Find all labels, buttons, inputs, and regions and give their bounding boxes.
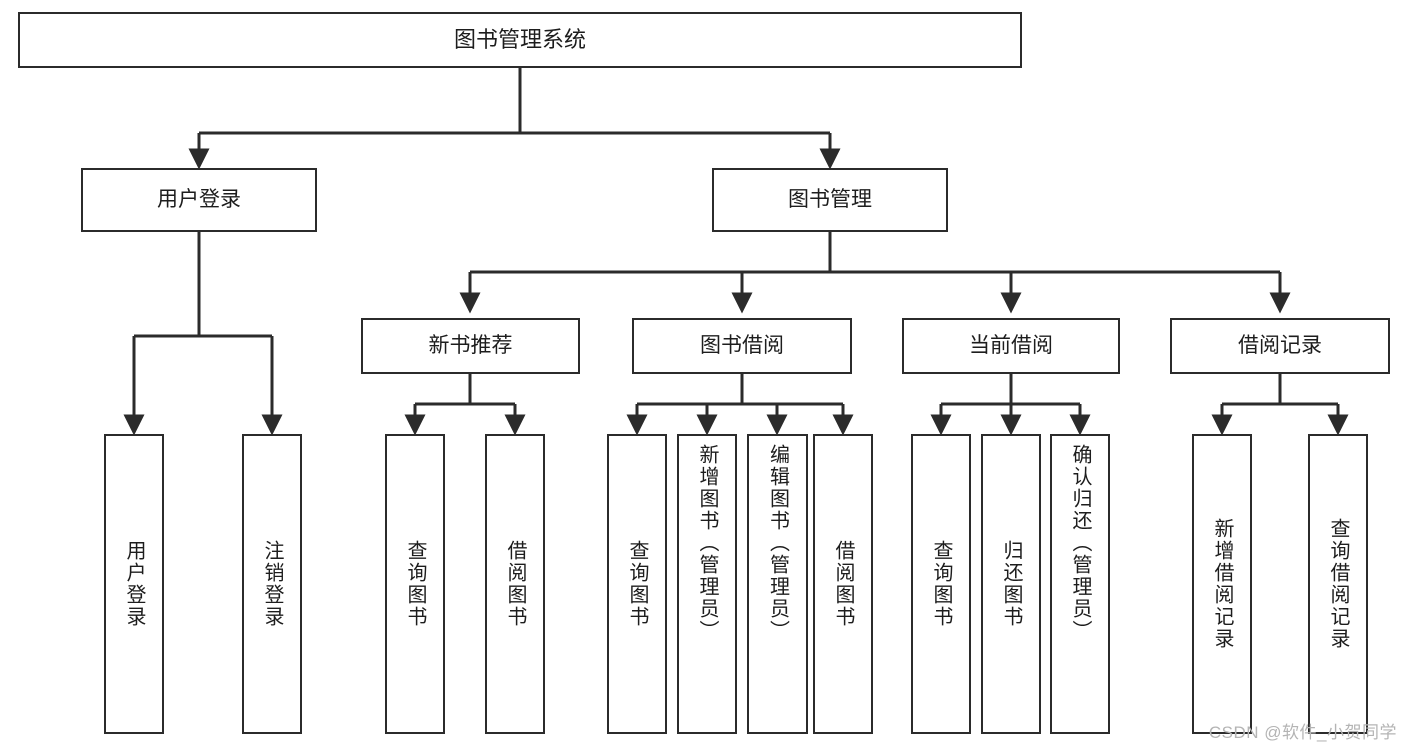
node-leaf-query-book-1[interactable]: 查询图书 [385, 434, 445, 734]
node-root-label: 图书管理系统 [453, 27, 586, 53]
node-leaf-edit-book-label: 编辑图书（管理员） [766, 444, 789, 642]
node-leaf-query-record[interactable]: 查询借阅记录 [1308, 434, 1368, 734]
node-leaf-user-logout[interactable]: 注销登录 [242, 434, 302, 734]
node-leaf-return-book-label: 归还图书 [1000, 540, 1022, 628]
node-leaf-add-book[interactable]: 新增图书（管理员） [677, 434, 737, 734]
csdn-watermark: CSDN @软件_小贺同学 [1208, 723, 1397, 742]
node-user-login-label: 用户登录 [157, 187, 241, 211]
node-leaf-confirm-return-label: 确认归还（管理员） [1069, 444, 1091, 642]
node-book-manage[interactable]: 图书管理 [712, 168, 948, 232]
node-leaf-borrow-book-1-label: 借阅图书 [504, 540, 526, 628]
node-leaf-borrow-book-1[interactable]: 借阅图书 [485, 434, 545, 734]
node-new-book-recommend[interactable]: 新书推荐 [361, 318, 580, 374]
node-leaf-add-record[interactable]: 新增借阅记录 [1192, 434, 1252, 734]
node-leaf-return-book[interactable]: 归还图书 [981, 434, 1041, 734]
node-leaf-borrow-book-2-label: 借阅图书 [832, 540, 854, 628]
node-leaf-user-login-label: 用户登录 [123, 540, 145, 628]
node-book-borrow-label: 图书借阅 [700, 333, 784, 357]
node-leaf-add-book-label: 新增图书（管理员） [696, 444, 718, 642]
node-leaf-query-book-3[interactable]: 查询图书 [911, 434, 971, 734]
node-user-login[interactable]: 用户登录 [81, 168, 317, 232]
node-current-borrow-label: 当前借阅 [969, 333, 1053, 357]
node-leaf-query-book-2-label: 查询图书 [626, 540, 648, 628]
node-leaf-query-book-1-label: 查询图书 [404, 540, 426, 628]
node-leaf-edit-book[interactable]: 编辑图书（管理员） [747, 434, 808, 734]
node-current-borrow[interactable]: 当前借阅 [902, 318, 1120, 374]
node-leaf-query-book-3-label: 查询图书 [930, 540, 952, 628]
node-leaf-query-record-label: 查询借阅记录 [1327, 518, 1349, 650]
node-root[interactable]: 图书管理系统 [18, 12, 1022, 68]
node-borrow-record-label: 借阅记录 [1238, 333, 1322, 357]
node-leaf-query-book-2[interactable]: 查询图书 [607, 434, 667, 734]
node-book-borrow[interactable]: 图书借阅 [632, 318, 852, 374]
node-leaf-confirm-return[interactable]: 确认归还（管理员） [1050, 434, 1110, 734]
node-book-manage-label: 图书管理 [788, 187, 872, 211]
node-leaf-borrow-book-2[interactable]: 借阅图书 [813, 434, 873, 734]
node-leaf-add-record-label: 新增借阅记录 [1211, 518, 1233, 650]
node-leaf-user-login[interactable]: 用户登录 [104, 434, 164, 734]
node-leaf-user-logout-label: 注销登录 [261, 540, 283, 628]
node-new-book-recommend-label: 新书推荐 [428, 333, 513, 357]
node-borrow-record[interactable]: 借阅记录 [1170, 318, 1390, 374]
